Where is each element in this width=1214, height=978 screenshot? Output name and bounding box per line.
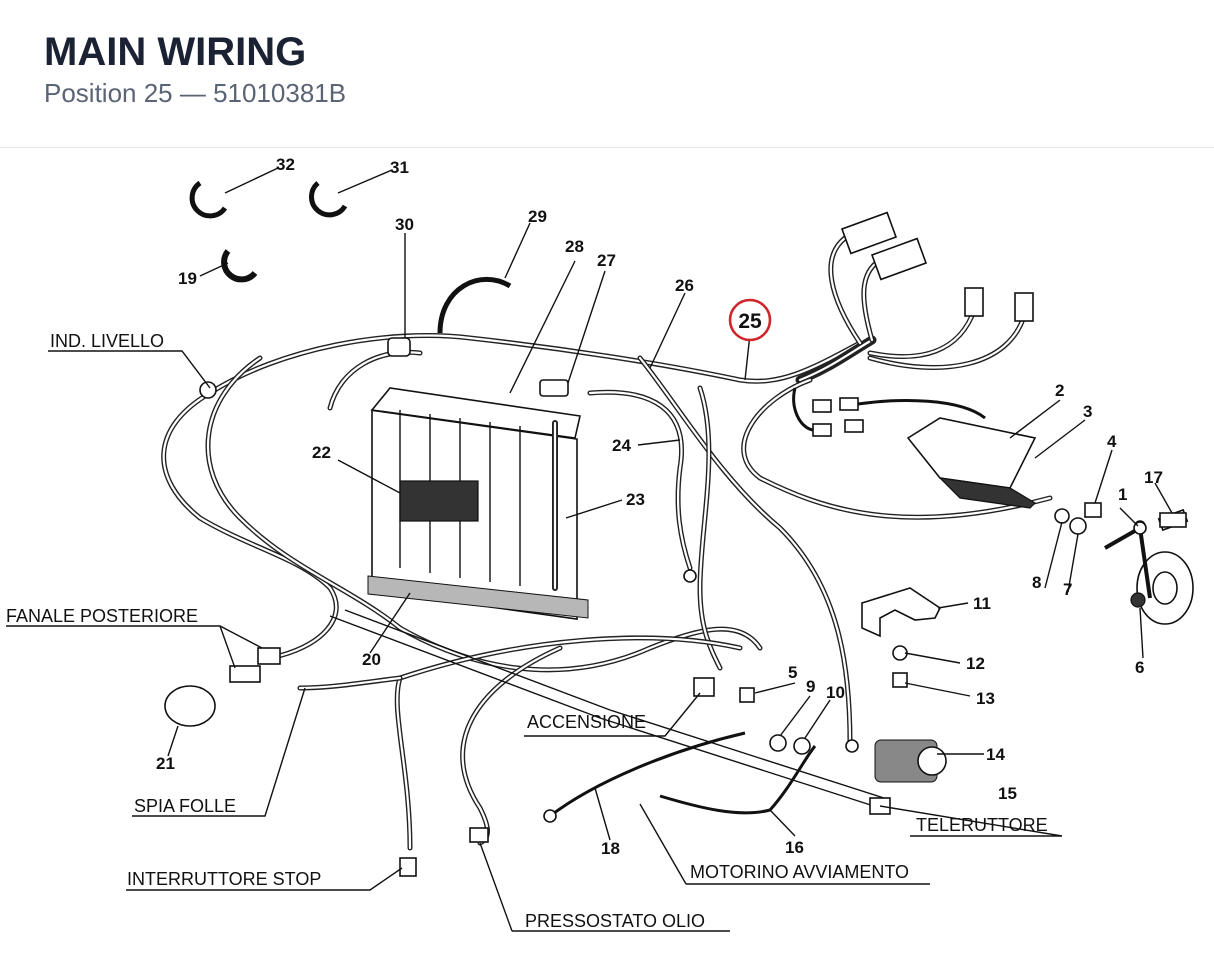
label-spia-folle: SPIA FOLLE xyxy=(134,796,236,816)
part-number[interactable]: 5 xyxy=(788,663,797,682)
part-number[interactable]: 21 xyxy=(156,754,175,773)
part-number[interactable]: 1 xyxy=(1118,485,1127,504)
washer-8 xyxy=(1054,508,1070,524)
part-number[interactable]: 13 xyxy=(976,689,995,708)
part-number[interactable]: 17 xyxy=(1144,468,1163,487)
clamps xyxy=(189,180,569,399)
part-number[interactable]: 11 xyxy=(973,594,991,613)
ground-cable xyxy=(329,609,891,809)
part-number[interactable]: 20 xyxy=(362,650,381,669)
part-number[interactable]: 19 xyxy=(178,269,197,288)
screw-4 xyxy=(1084,502,1102,518)
washer-10 xyxy=(793,737,811,755)
leader-lines xyxy=(6,167,1173,932)
wire-16 xyxy=(659,745,817,815)
part-number[interactable]: 4 xyxy=(1107,432,1117,451)
part-number[interactable]: 32 xyxy=(276,155,295,174)
battery xyxy=(367,387,589,621)
label-fanale-posteriore: FANALE POSTERIORE xyxy=(6,606,198,626)
screw-5 xyxy=(739,687,755,703)
page-subtitle: Position 25 — 51010381B xyxy=(44,78,347,108)
page-header: MAIN WIRING Position 25 — 51010381B xyxy=(0,0,1214,148)
starter-relay xyxy=(874,739,947,783)
part-number[interactable]: 18 xyxy=(601,839,620,858)
bracket xyxy=(861,587,942,638)
part-number[interactable]: 26 xyxy=(675,276,694,295)
label-accensione: ACCENSIONE xyxy=(527,712,646,732)
screw-13 xyxy=(892,672,908,688)
accensione-connector xyxy=(693,677,715,697)
part-number[interactable]: 16 xyxy=(785,838,804,857)
part-number[interactable]: 27 xyxy=(597,251,616,270)
highlight-ring xyxy=(728,298,772,342)
label-motorino-avviamento: MOTORINO AVVIAMENTO xyxy=(690,862,909,882)
part-number[interactable]: 8 xyxy=(1032,573,1041,592)
label-ind-livello: IND. LIVELLO xyxy=(50,331,164,351)
regulator xyxy=(906,417,1037,509)
labels: IND. LIVELLO FANALE POSTERIORE SPIA FOLL… xyxy=(6,331,1048,931)
part-number[interactable]: 7 xyxy=(1063,580,1072,599)
part-number[interactable]: 28 xyxy=(565,237,584,256)
part-number[interactable]: 31 xyxy=(390,158,409,177)
stop-switch xyxy=(399,857,417,877)
fanale-plug xyxy=(229,665,261,683)
wire-18 xyxy=(549,731,746,818)
part-number[interactable]: 23 xyxy=(626,490,645,509)
wiring-diagram: 25 IND. LIVELLO FANALE POSTERIORE SPIA F… xyxy=(6,155,1194,932)
fanale-connector xyxy=(257,647,281,665)
part-number[interactable]: 10 xyxy=(826,683,845,702)
part-number[interactable]: 22 xyxy=(312,443,331,462)
screw-17 xyxy=(1159,512,1187,528)
terminal-26 xyxy=(845,739,859,753)
label-teleruttore: TELERUTTORE xyxy=(916,815,1048,835)
part-number[interactable]: 24 xyxy=(612,436,631,455)
part-number[interactable]: 9 xyxy=(806,677,815,696)
nut-9 xyxy=(769,734,787,752)
oil-sensor xyxy=(469,827,489,843)
part-number[interactable]: 3 xyxy=(1083,402,1092,421)
part-number[interactable]: 12 xyxy=(966,654,985,673)
grommet-21 xyxy=(164,685,216,727)
terminal-18 xyxy=(543,809,557,823)
part-numbers: 1 2 3 4 5 6 7 8 9 10 11 12 13 14 15 16 1… xyxy=(156,155,1163,858)
part-number[interactable]: 14 xyxy=(986,745,1005,764)
nut-7 xyxy=(1069,517,1087,535)
label-pressostato-olio: PRESSOSTATO OLIO xyxy=(525,911,705,931)
ecu-connectors xyxy=(792,211,1034,437)
part-number[interactable]: 15 xyxy=(998,784,1017,803)
label-interruttore-stop: INTERRUTTORE STOP xyxy=(127,869,321,889)
page-title: MAIN WIRING xyxy=(44,30,307,74)
terminal-24 xyxy=(683,569,697,583)
part-number[interactable]: 29 xyxy=(528,207,547,226)
part-25-number[interactable]: 25 xyxy=(738,310,762,333)
part-number[interactable]: 6 xyxy=(1135,658,1144,677)
washer-12 xyxy=(892,645,908,661)
part-number[interactable]: 2 xyxy=(1055,381,1064,400)
part-number[interactable]: 30 xyxy=(395,215,414,234)
